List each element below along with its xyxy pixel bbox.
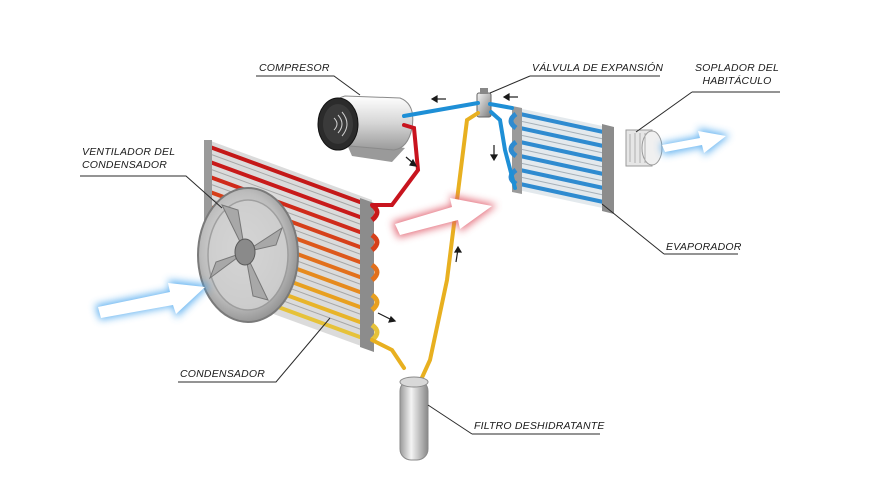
evaporator (508, 106, 614, 214)
flow-arrow-valve-in (502, 92, 518, 102)
compressor (317, 95, 414, 162)
flow-arrows (377, 92, 518, 323)
cabin-blower (625, 129, 663, 167)
evaporator-outlet-line (489, 110, 517, 190)
label-ventilador-line1: VENTILADOR DEL (82, 146, 176, 158)
discharge-line (370, 123, 421, 207)
leader-evaporador (601, 203, 738, 255)
leader-ventilador (80, 175, 223, 209)
flow-arrow-liquid-up (453, 245, 463, 263)
label-soplador: SOPLADOR DEL HABITÁCULO (694, 62, 780, 88)
liquid-line-out (370, 338, 406, 370)
label-filtro: FILTRO DESHIDRATANTE (474, 420, 605, 432)
leader-filtro (427, 404, 600, 435)
evaporator-tubes (519, 112, 609, 205)
label-compresor: COMPRESOR (259, 62, 330, 74)
flow-arrow-suction (430, 94, 446, 104)
evaporator-inlet-line (488, 102, 514, 110)
leader-lines (80, 75, 780, 435)
leader-soplador (635, 91, 780, 133)
cold-air-arrow (660, 128, 730, 156)
label-ventilador: VENTILADOR DEL CONDENSADOR (82, 146, 175, 172)
flow-arrow-liquid-out (377, 312, 397, 323)
air-in-arrow (95, 280, 210, 320)
label-ventilador-line2: CONDENSADOR (82, 159, 168, 171)
leader-valvula (489, 75, 660, 94)
filter-drier (399, 376, 429, 461)
leader-compresor (256, 75, 361, 96)
condenser-fan (197, 187, 299, 323)
label-soplador-line2: HABITÁCULO (702, 75, 772, 87)
flow-arrow-evap-down (489, 145, 499, 162)
label-condensador: CONDENSADOR (180, 368, 266, 380)
label-soplador-line1: SOPLADOR DEL (694, 62, 780, 74)
hot-air-arrow (392, 195, 497, 238)
label-valvula-expansion: VÁLVULA DE EXPANSIÓN (532, 62, 664, 74)
liquid-line-up (418, 111, 480, 384)
leader-condensador (178, 317, 331, 383)
refrigerant-lines (370, 101, 517, 384)
label-evaporador: EVAPORADOR (666, 241, 742, 253)
suction-line (402, 101, 480, 118)
flow-arrow-discharge (405, 156, 418, 167)
